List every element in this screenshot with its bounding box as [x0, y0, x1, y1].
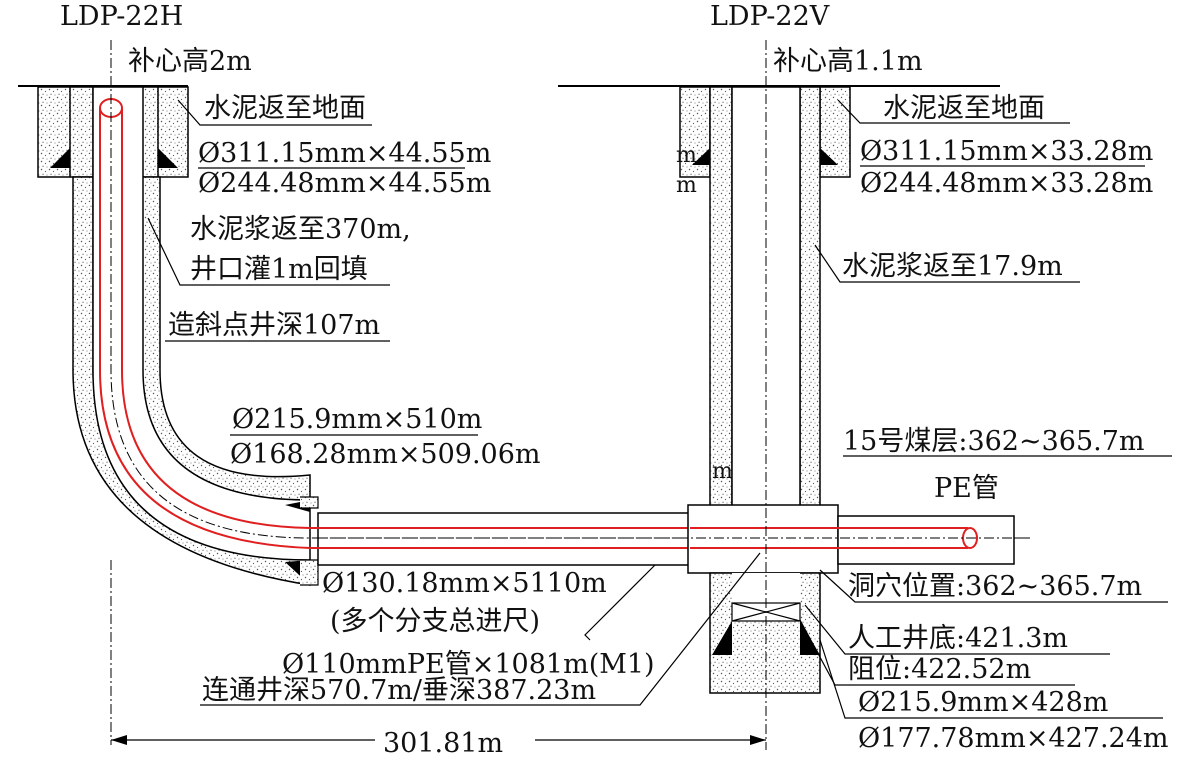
coal-seam: 15号煤层:362~365.7m: [843, 426, 1145, 457]
v-cement-surface: 水泥返至地面: [883, 93, 1045, 124]
h-casing-3: Ø215.9mm×510m: [232, 404, 482, 435]
h-casing-1: Ø311.15mm×44.55m: [198, 138, 491, 169]
artificial-bottom: 人工井底:421.3m: [848, 623, 1068, 654]
h-well-name: LDP-22H: [60, 1, 183, 32]
cavity-position: 洞穴位置:362~365.7m: [848, 571, 1142, 602]
casing-cement-right-b: [799, 86, 821, 514]
v-well-name: LDP-22V: [710, 1, 830, 32]
casing-shoe-left-2: [158, 148, 178, 168]
leader-lines: [147, 99, 1172, 719]
fragment-m-2: m: [676, 173, 697, 198]
distance-dimension: [111, 735, 766, 745]
fragment-m-3: m: [712, 459, 733, 484]
horizontal-branch: [317, 512, 691, 566]
fragment-m-1: m: [676, 143, 697, 168]
well-distance: 301.81m: [383, 728, 503, 759]
h-slurry-1: 水泥浆返至370m,: [190, 214, 411, 245]
horizontal-well: [18, 40, 1030, 745]
kickoff-point: 造斜点井深107m: [168, 310, 380, 341]
v-casing-1: Ø311.15mm×33.28m: [860, 136, 1153, 167]
branch-note: (多个分支总进尺): [330, 606, 540, 637]
pe-pipe-label: PE管: [934, 473, 999, 504]
v-casing-2: Ø244.48mm×33.28m: [860, 168, 1153, 199]
pe-pipe-length: Ø110mmPE管×1081m(M1): [282, 649, 655, 680]
h-cement-surface: 水泥返至地面: [204, 93, 366, 124]
v-slurry: 水泥浆返至17.9m: [842, 251, 1063, 282]
casing-cement-right-a: [709, 86, 733, 514]
pe-pipe-tail: [837, 515, 1015, 565]
connect-depth: 连通井深570.7m/垂深387.23m: [202, 675, 596, 706]
h-well-kb: 补心高2m: [128, 46, 252, 77]
v-casing-4: Ø177.78mm×427.24m: [858, 723, 1169, 754]
h-casing-2: Ø244.48mm×44.55m: [198, 168, 491, 199]
v-well-kb: 补心高1.1m: [773, 46, 923, 77]
h-slurry-2: 井口灌1m回填: [190, 254, 368, 285]
block-position: 阻位:422.52m: [848, 654, 1031, 685]
pe-pipe-red: [99, 108, 968, 549]
well-centerline-h: [110, 40, 1030, 539]
branch-length: Ø130.18mm×5110m: [322, 568, 607, 599]
v-casing-3: Ø215.9mm×428m: [858, 687, 1108, 718]
casing-shoe-left-1: [50, 148, 70, 168]
cavity-box: [687, 504, 839, 574]
h-casing-4: Ø168.28mm×509.06m: [230, 439, 541, 470]
